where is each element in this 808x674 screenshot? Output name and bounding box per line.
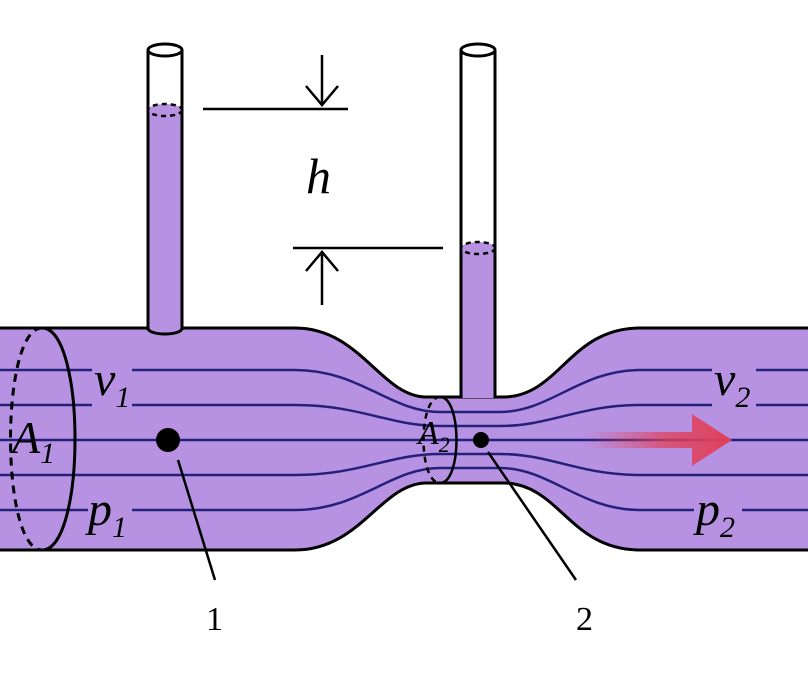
point-2-label: 2 bbox=[576, 601, 593, 638]
p2-subscript: 2 bbox=[720, 511, 735, 544]
up-arrow-icon bbox=[305, 250, 339, 272]
v1-label: v bbox=[94, 353, 116, 406]
a2-subscript: 2 bbox=[439, 432, 450, 457]
point-1-dot bbox=[156, 428, 180, 452]
point-1-label: 1 bbox=[206, 601, 223, 638]
point-2-dot bbox=[473, 432, 489, 448]
flow-arrow-icon bbox=[585, 414, 732, 466]
right-tube bbox=[459, 42, 497, 398]
svg-text:A2: A2 bbox=[416, 415, 450, 457]
a2-label: A bbox=[416, 415, 439, 452]
streamline bbox=[0, 466, 808, 512]
p1-subscript: 1 bbox=[112, 511, 127, 544]
v1-subscript: 1 bbox=[115, 381, 130, 414]
v2-label: v bbox=[714, 353, 736, 406]
v2-subscript: 2 bbox=[735, 381, 750, 414]
svg-text:p1: p1 bbox=[85, 483, 127, 544]
height-marker bbox=[203, 55, 443, 305]
cross-section-a1 bbox=[9, 326, 77, 552]
svg-text:A1: A1 bbox=[9, 412, 55, 470]
cross-section-a2 bbox=[422, 395, 458, 485]
streamline bbox=[0, 368, 808, 414]
p1-label: p bbox=[85, 483, 112, 536]
down-arrow-icon bbox=[305, 85, 339, 107]
left-tube-fluid-level bbox=[146, 102, 184, 118]
height-label: h bbox=[306, 148, 331, 204]
a1-label: A bbox=[9, 412, 41, 463]
svg-text:p2: p2 bbox=[693, 483, 735, 544]
p2-label: p bbox=[693, 483, 720, 536]
left-tube bbox=[146, 42, 184, 336]
point-1-leader bbox=[176, 459, 217, 581]
point-2-leader bbox=[486, 451, 578, 581]
streamline bbox=[0, 452, 808, 477]
pipe-bottom-wall bbox=[0, 481, 808, 552]
right-tube-fluid-level bbox=[459, 240, 497, 256]
svg-text:v2: v2 bbox=[714, 353, 750, 414]
a1-subscript: 1 bbox=[40, 437, 55, 470]
svg-text:v1: v1 bbox=[94, 353, 130, 414]
streamline bbox=[0, 403, 808, 428]
